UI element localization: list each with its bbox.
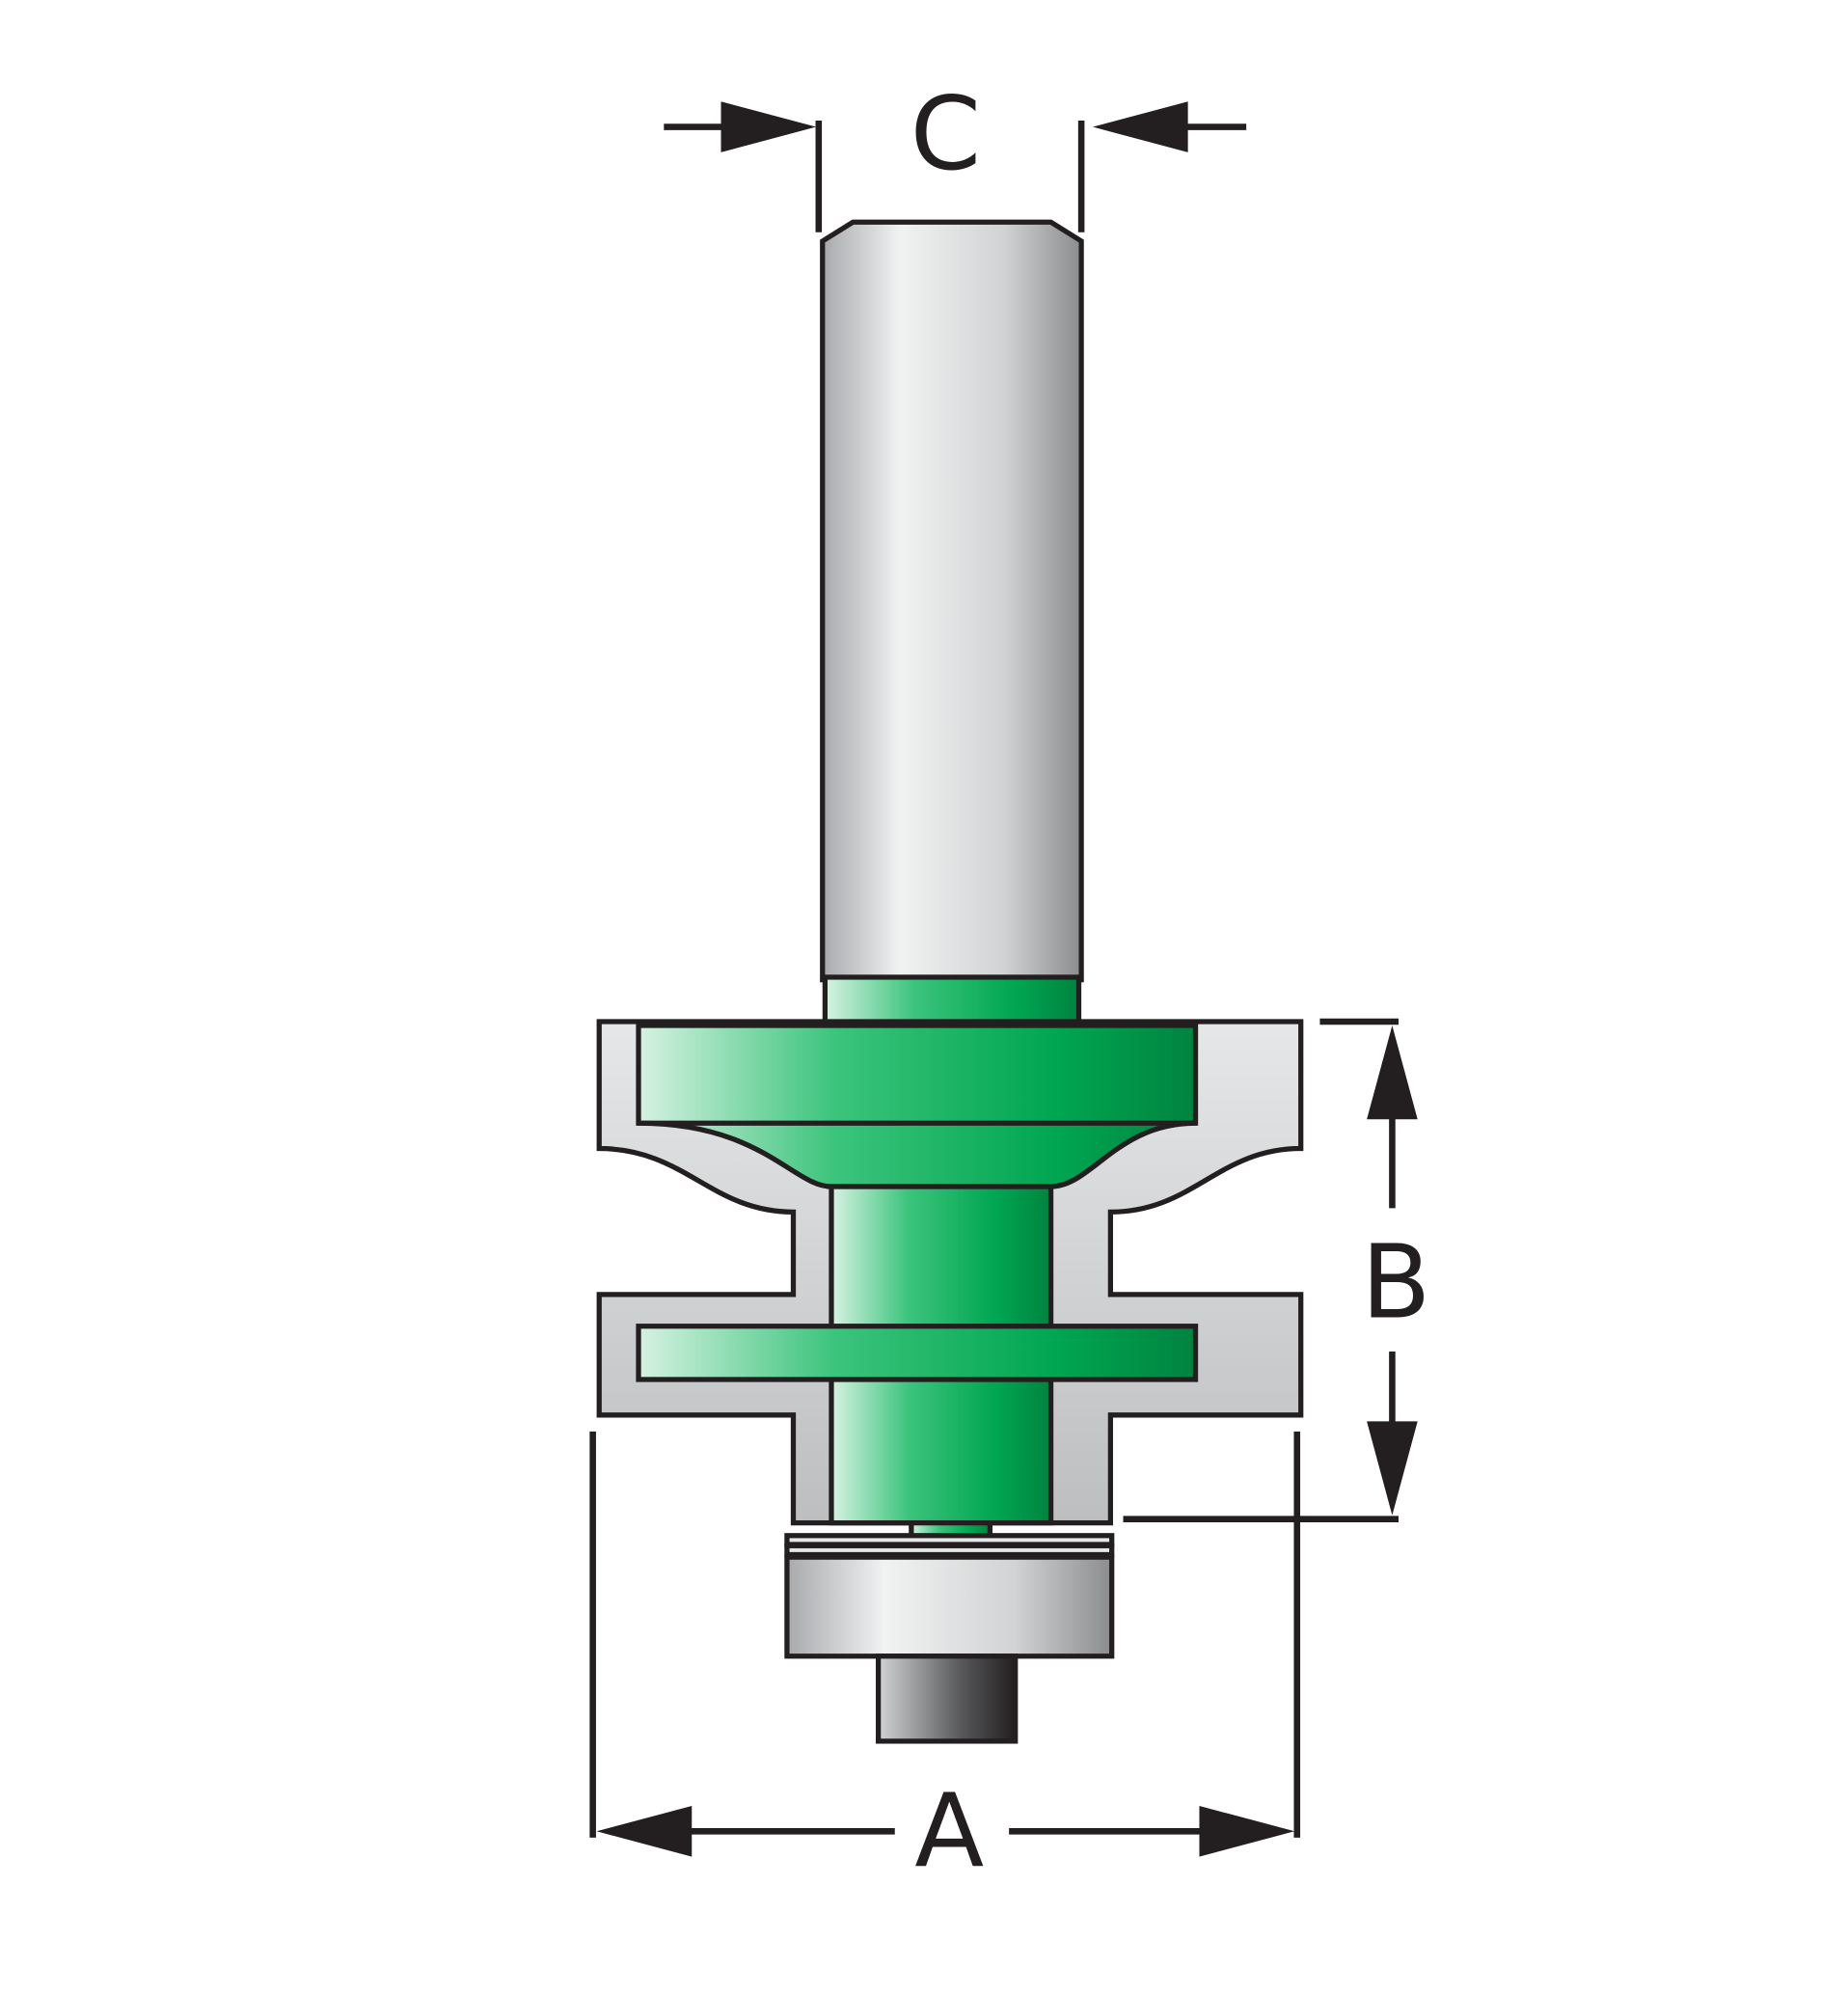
arrow-up-icon [1367, 1025, 1418, 1120]
arrow-right-icon [720, 101, 817, 152]
shank [820, 219, 1084, 983]
bearing [784, 1554, 1115, 1659]
dimension-b: B [1123, 1018, 1430, 1522]
arrow-left-icon [1092, 101, 1188, 152]
arrow-left-icon [596, 1805, 693, 1857]
washer [784, 1543, 1115, 1558]
dimension-c: C [664, 74, 1247, 232]
washer [784, 1533, 1115, 1547]
lower-cutter [636, 1324, 1199, 1382]
bearing-screw [876, 1653, 1019, 1744]
dimension-a: A [589, 1431, 1301, 1890]
arrow-right-icon [1199, 1805, 1295, 1857]
arrow-down-icon [1367, 1421, 1418, 1516]
dimension-a-label: A [914, 1771, 984, 1890]
shank-neck [822, 974, 1082, 1027]
dimension-c-label: C [910, 74, 981, 193]
dimension-b-label: B [1361, 1223, 1430, 1342]
